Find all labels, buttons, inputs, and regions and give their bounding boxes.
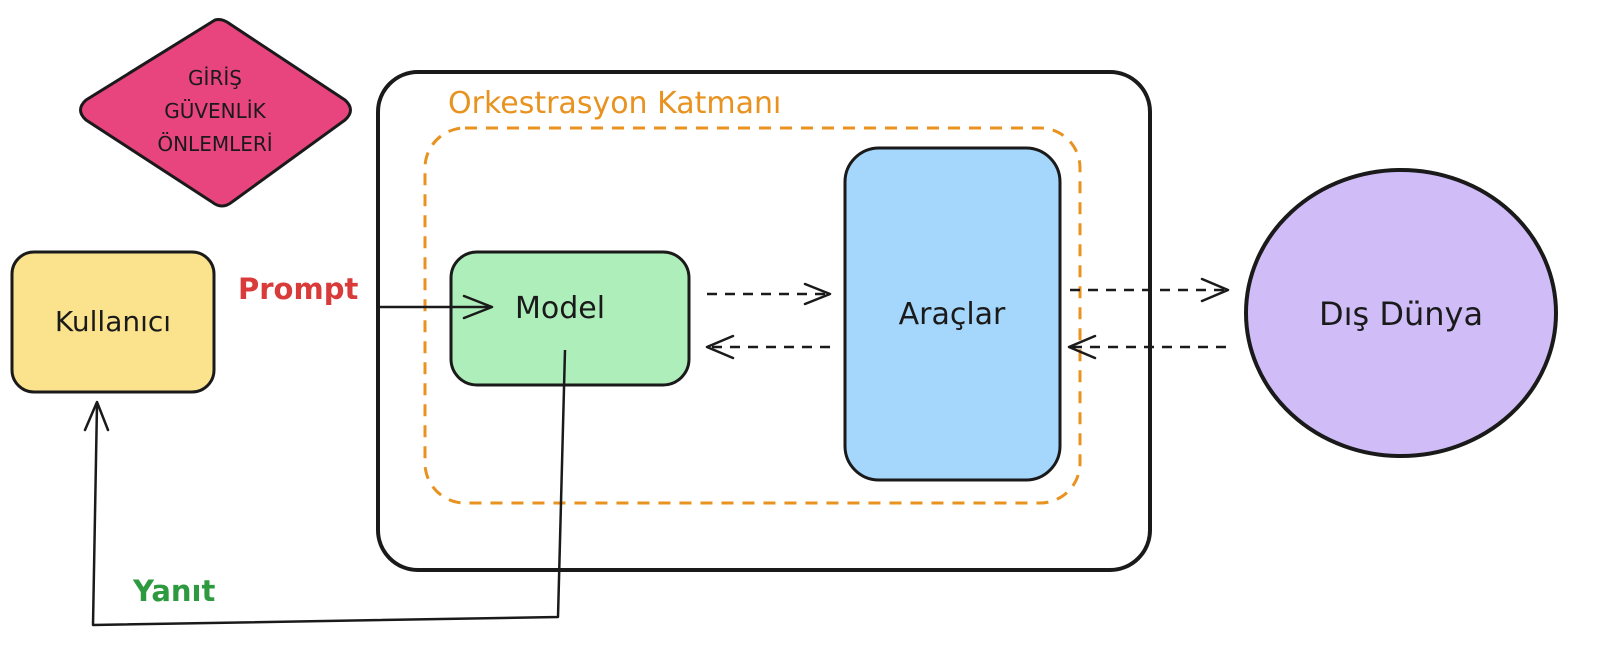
world-node: Dış Dünya [1244, 168, 1558, 458]
world-to-tools-head [1067, 334, 1097, 360]
world-circle [1244, 168, 1558, 458]
guardrail-line-2: GÜVENLİK [164, 99, 266, 123]
guardrail-line-3: ÖNLEMLERİ [157, 132, 272, 156]
orchestration-label: Orkestrasyon Katmanı [448, 86, 781, 121]
tools-label: Araçlar [899, 297, 1006, 332]
guardrail-diamond [79, 18, 352, 208]
tools-box [843, 146, 1062, 482]
orchestration-outer-box [376, 70, 1152, 572]
user-box [10, 250, 216, 394]
tools-to-world-head [1200, 277, 1230, 303]
response-arrow-head [83, 400, 110, 432]
user-node: Kullanıcı [10, 250, 216, 394]
model-to-tools-arrow [707, 282, 832, 306]
tools-to-model-head [705, 334, 735, 360]
response-arrow [83, 349, 567, 627]
guardrail-line-1: GİRİŞ [188, 66, 242, 90]
response-arrow-line [91, 349, 567, 627]
model-node: Model [449, 250, 691, 387]
tools-to-world-arrow [1070, 277, 1230, 303]
response-label: Yanıt [132, 574, 215, 608]
world-to-tools-arrow [1067, 334, 1226, 360]
prompt-label: Prompt [238, 272, 358, 306]
input-guardrails: GİRİŞ GÜVENLİK ÖNLEMLERİ [79, 18, 352, 208]
orchestration-dashed-box [423, 126, 1082, 505]
model-box [449, 250, 691, 387]
prompt-arrow-head [462, 294, 494, 320]
prompt-arrow [380, 294, 494, 320]
world-label: Dış Dünya [1319, 295, 1483, 333]
tools-to-model-arrow [705, 334, 830, 360]
model-label: Model [515, 291, 605, 326]
tools-node: Araçlar [843, 146, 1062, 482]
model-to-tools-head [803, 282, 832, 306]
user-label: Kullanıcı [55, 305, 171, 338]
